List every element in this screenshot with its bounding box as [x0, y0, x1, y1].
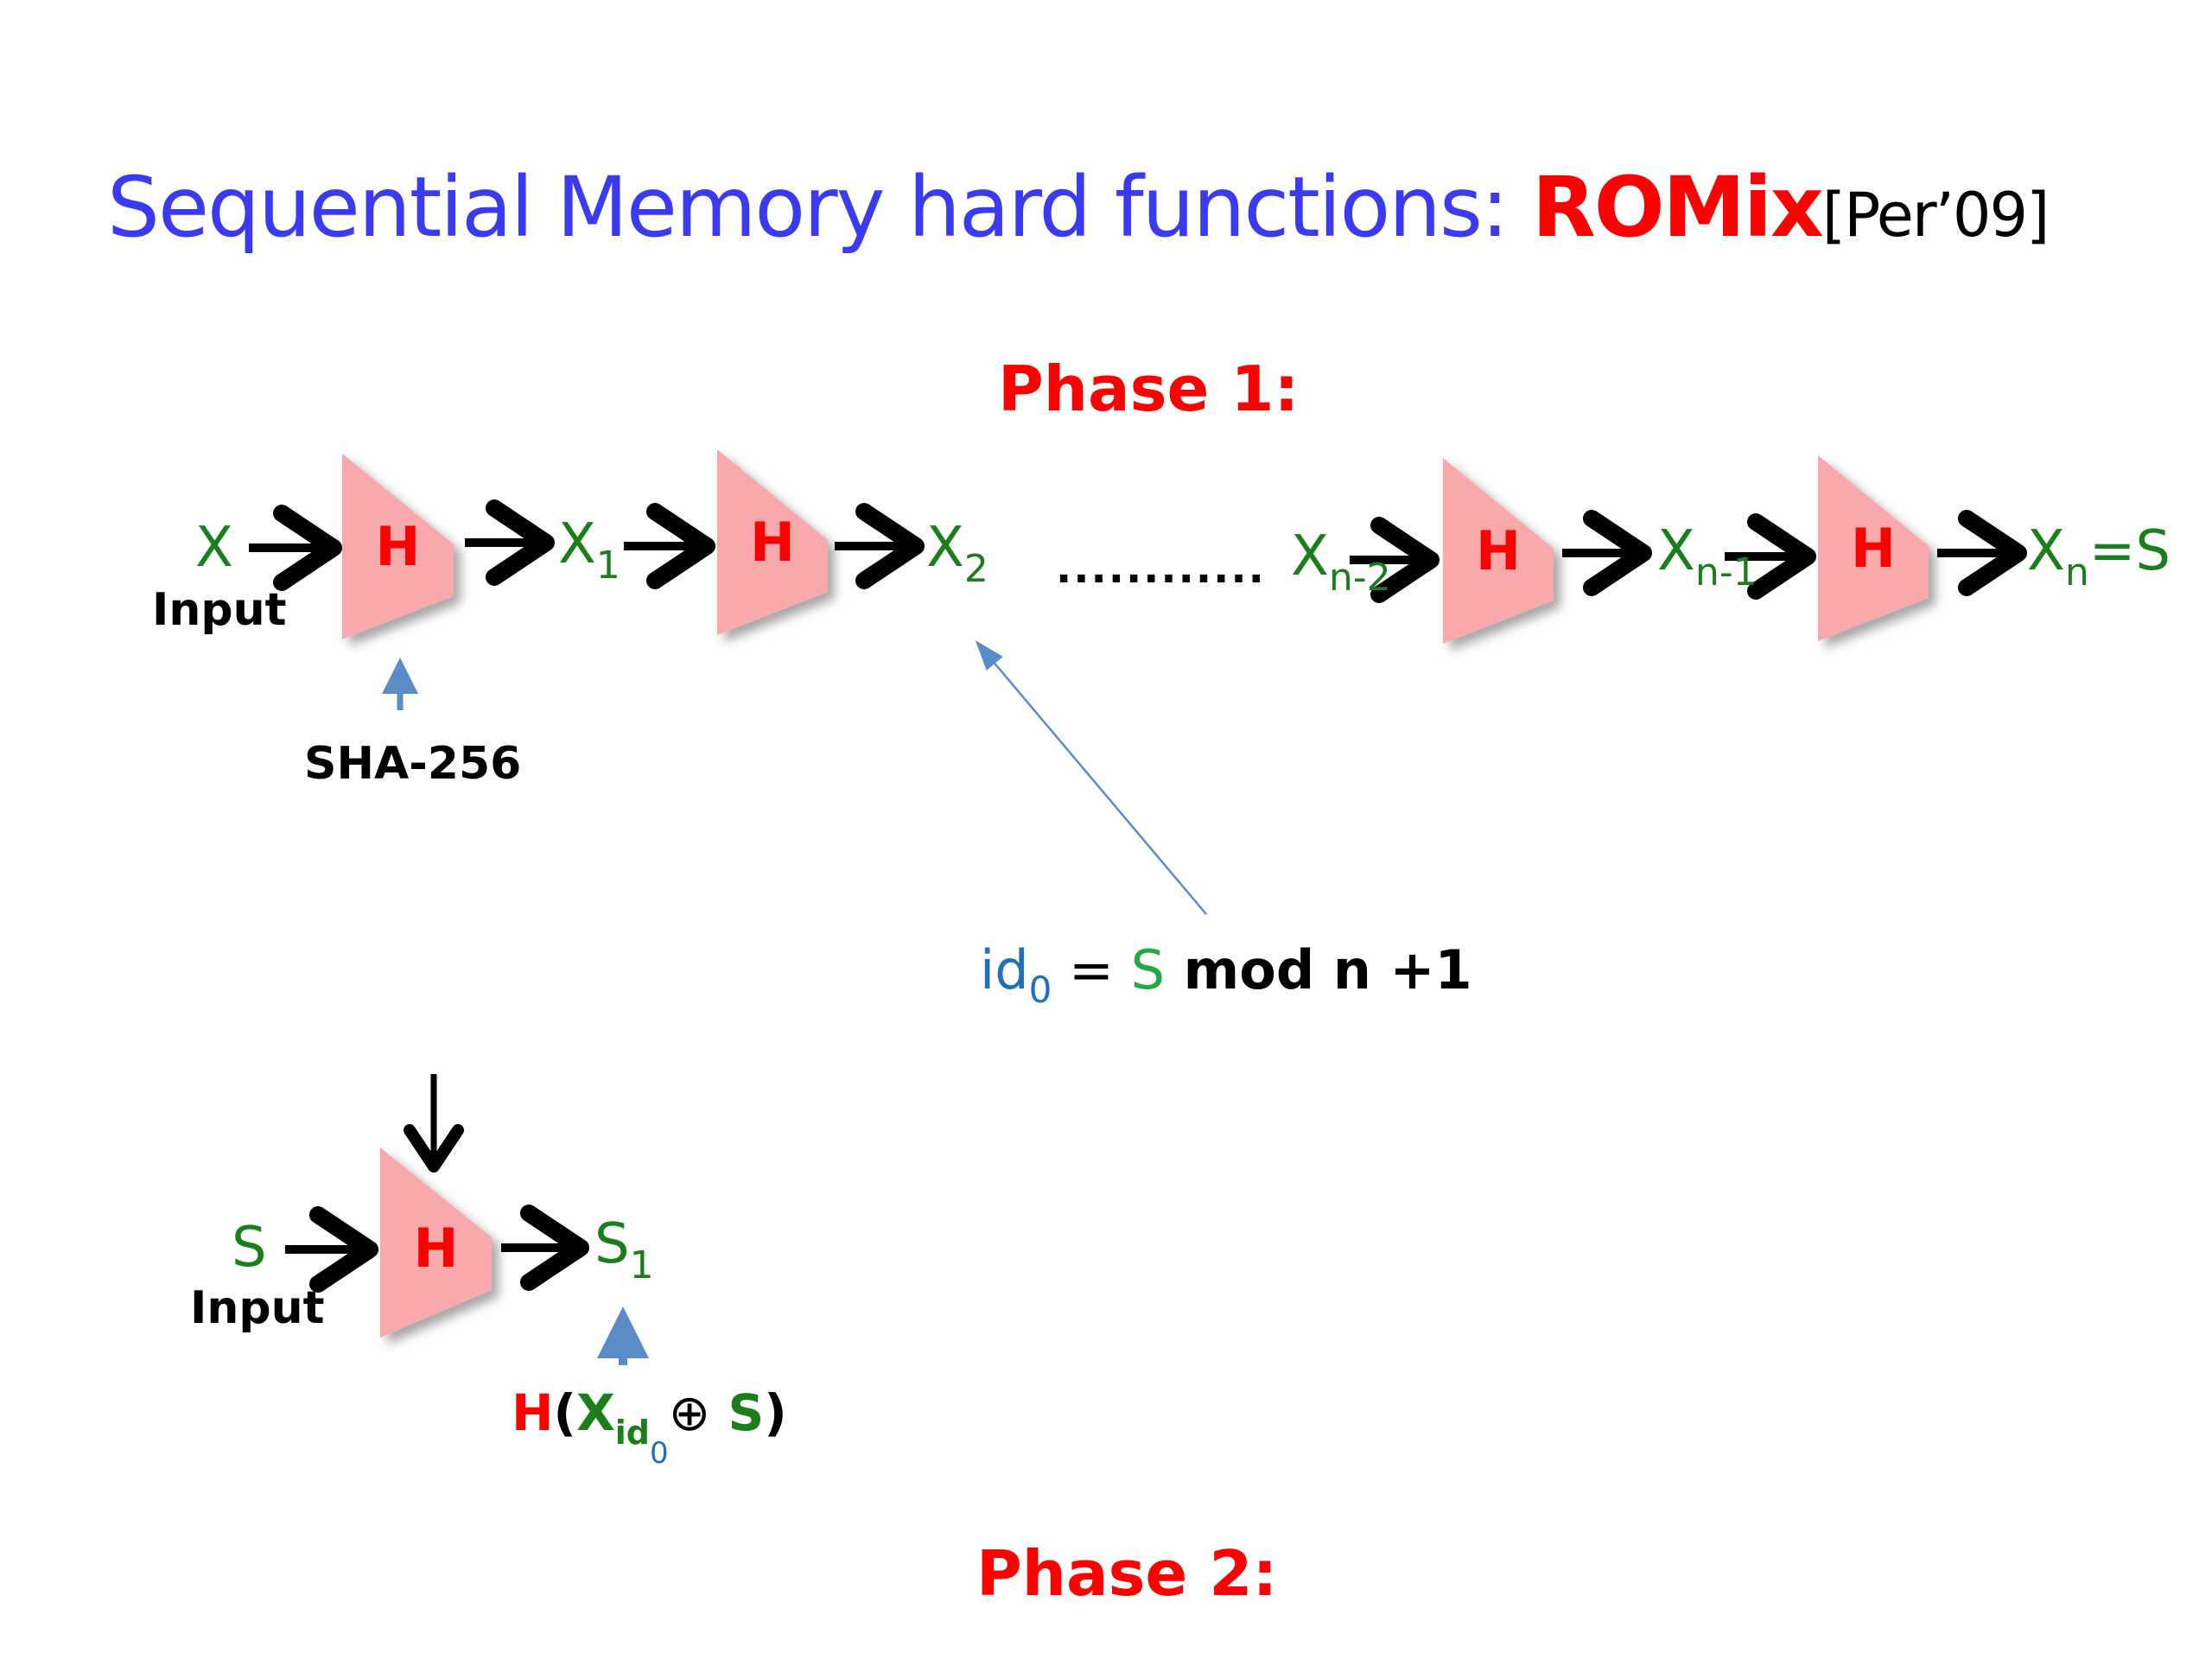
phase1-heading: Phase 1: — [998, 353, 1300, 425]
chain-ellipsis: ............ — [1056, 544, 1266, 593]
label-sha256: SHA-256 — [304, 738, 522, 790]
hash-block-2 — [717, 449, 828, 635]
title-citation: [Per’09] — [1821, 180, 2050, 251]
phase2-second-input: H(Xid0⊕ S) — [512, 1378, 787, 1468]
hash-label-3: H — [1476, 519, 1521, 582]
var-x-input: X — [195, 516, 233, 580]
label-input-phase2: Input — [190, 1282, 325, 1334]
label-input-phase1: Input — [152, 584, 287, 636]
var-s-input: S — [232, 1216, 267, 1280]
hx-close-paren: ) — [764, 1383, 787, 1442]
var-x2: X2 — [926, 513, 988, 588]
title-main: Sequential Memory hard functions: — [107, 159, 1532, 256]
var-x2-base: X — [926, 516, 964, 580]
slide-title: Sequential Memory hard functions: ROMix[… — [107, 156, 2050, 267]
hx-x-sub: id0 — [614, 1414, 669, 1468]
var-xn-2: Xn-2 — [1291, 522, 1391, 597]
formula-id-sub: 0 — [1028, 969, 1052, 1011]
var-x2-sub: 2 — [963, 547, 988, 591]
var-xn-1: Xn-1 — [1657, 517, 1758, 592]
var-xn-equals-s: Xn=S — [2027, 517, 2171, 592]
var-xn-suffix: =S — [2088, 519, 2171, 583]
var-s1-sub: 1 — [629, 1243, 654, 1287]
var-xn-2-base: X — [1291, 524, 1329, 588]
var-x1-base: X — [558, 512, 596, 576]
var-s1: S1 — [594, 1210, 654, 1285]
var-xn-base: X — [2027, 519, 2065, 583]
hx-x-sub-id: id — [614, 1414, 651, 1452]
var-x1-sub: 1 — [595, 543, 620, 588]
xor-icon: ⊕ — [668, 1383, 711, 1442]
arrow-index-pointer — [975, 640, 1207, 915]
hash-block-3 — [1443, 458, 1554, 644]
var-xn-2-sub: n-2 — [1328, 556, 1391, 600]
formula-id-base: id — [980, 938, 1029, 1001]
hash-block-phase2 — [380, 1147, 492, 1338]
phase2-heading: Phase 2: — [976, 1537, 1278, 1610]
hash-block-1 — [342, 454, 454, 639]
hash-label-2: H — [750, 511, 795, 574]
hx-h: H — [512, 1383, 554, 1442]
formula-s: S — [1130, 938, 1166, 1001]
hash-label-1: H — [375, 515, 421, 578]
index-formula: id0 = S mod n +1 — [980, 931, 1472, 1009]
hash-label-4: H — [1851, 517, 1896, 580]
formula-equals: = — [1052, 938, 1131, 1001]
var-xn-sub: n — [2064, 550, 2089, 594]
formula-mod-n-plus-1: mod n +1 — [1165, 938, 1472, 1001]
title-romix: ROMix — [1531, 159, 1824, 256]
hash-label-phase2: H — [413, 1217, 459, 1280]
formula-id: id0 — [980, 938, 1052, 1008]
var-xn-1-base: X — [1657, 519, 1695, 583]
hx-x: X — [576, 1383, 615, 1442]
hx-open-paren: ( — [553, 1383, 577, 1442]
hash-block-4 — [1818, 455, 1929, 641]
hx-x-sub-0: 0 — [650, 1436, 669, 1471]
hx-s: S — [710, 1383, 765, 1442]
var-x1: X1 — [558, 510, 620, 585]
var-s1-base: S — [594, 1212, 630, 1276]
var-xn-1-sub: n-1 — [1694, 550, 1758, 594]
